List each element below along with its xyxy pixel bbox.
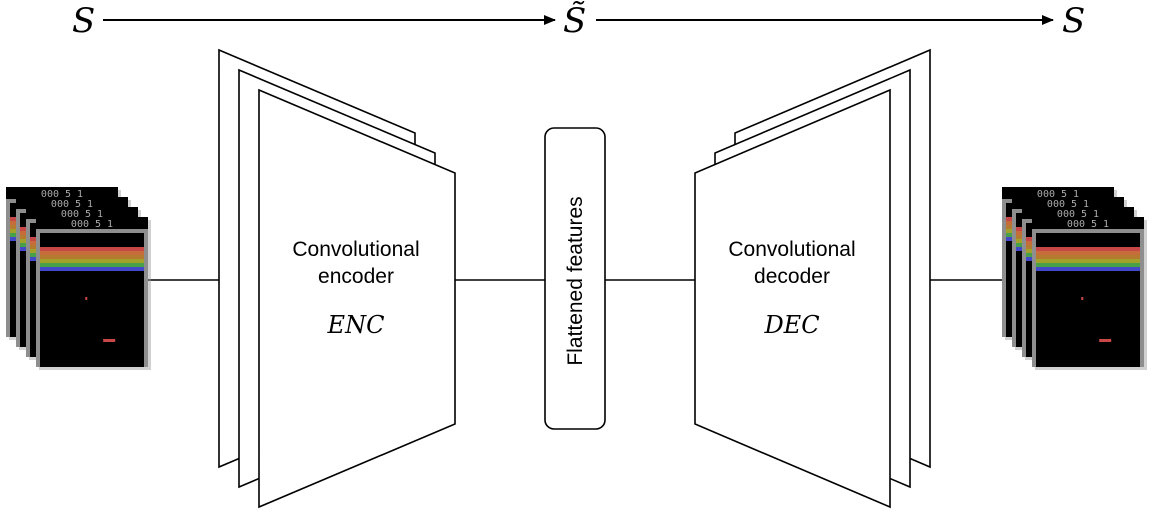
frame-right-wall (144, 229, 148, 367)
encoder-label-line2: encoder (318, 265, 394, 288)
frame-top-wall (36, 229, 148, 233)
output-frame: 000 5 1 (1032, 217, 1147, 370)
input-state-symbol: S (72, 1, 95, 41)
latent-state-symbol: S̃ (563, 1, 586, 41)
frame-score: 000 5 1 (1047, 199, 1089, 210)
input-frame: 000 5 1 (36, 217, 151, 370)
frame-left-wall (16, 209, 20, 347)
frame-left-wall (36, 229, 40, 367)
paddle (1099, 339, 1112, 342)
brick-row (40, 263, 144, 267)
brick-row (40, 259, 144, 263)
output-state-symbol: S (1062, 1, 1085, 41)
decoder (694, 48, 931, 509)
frame-score: 000 5 1 (51, 199, 93, 210)
frame-screen (36, 217, 148, 367)
frame-score: 000 5 1 (1037, 189, 1079, 200)
ball (1081, 297, 1084, 300)
frame-score: 000 5 1 (41, 189, 83, 200)
frame-left-wall (1012, 209, 1016, 347)
flattened-features-label: Flattened features (564, 196, 587, 365)
paddle (103, 339, 116, 342)
ball (85, 297, 88, 300)
brick-row (1036, 263, 1140, 267)
frame-left-wall (26, 219, 30, 357)
top-flow: S S̃ S (72, 1, 1085, 41)
frame-right-wall (1140, 229, 1144, 367)
brick-row (1036, 259, 1140, 263)
frame-top-wall (1032, 229, 1144, 233)
brick-row (40, 255, 144, 259)
frame-screen (1032, 217, 1144, 367)
frame-score: 000 5 1 (1067, 219, 1109, 230)
frame-score: 000 5 1 (71, 219, 113, 230)
brick-row (40, 251, 144, 255)
brick-row (40, 247, 144, 251)
brick-row (40, 267, 144, 271)
frame-score: 000 5 1 (61, 209, 103, 220)
encoder-label-line1: Convolutional (292, 238, 419, 261)
encoder-layer-front (258, 88, 456, 509)
brick-row (1036, 251, 1140, 255)
decoder-label-line2: decoder (754, 265, 830, 288)
decoder-label-line1: Convolutional (728, 238, 855, 261)
encoder-symbol: ENC (327, 311, 385, 339)
decoder-layer-front (694, 88, 891, 509)
brick-row (1036, 247, 1140, 251)
flattened-features-box (544, 127, 606, 430)
decoder-symbol: DEC (763, 311, 819, 339)
frame-score: 000 5 1 (1057, 209, 1099, 220)
frame-left-wall (1002, 199, 1006, 337)
encoder (218, 48, 456, 509)
brick-row (1036, 255, 1140, 259)
frame-left-wall (1022, 219, 1026, 357)
brick-row (1036, 267, 1140, 271)
frame-left-wall (6, 199, 10, 337)
frame-left-wall (1032, 229, 1036, 367)
